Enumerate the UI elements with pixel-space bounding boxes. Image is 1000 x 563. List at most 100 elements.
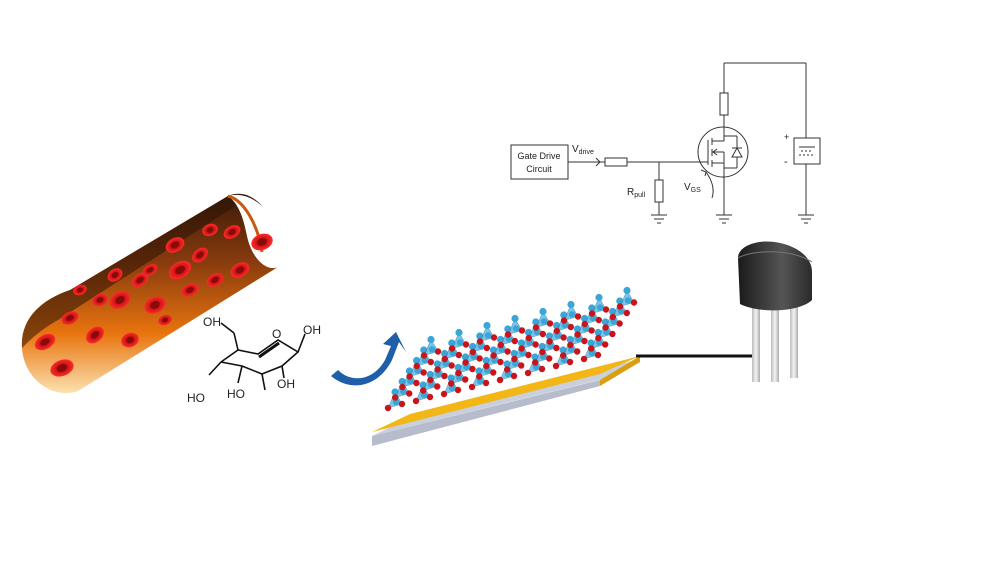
oxygen-atom <box>581 320 588 328</box>
oxygen-atom <box>462 341 470 348</box>
oxygen-atom <box>616 320 623 327</box>
oxygen-atom <box>546 355 553 362</box>
red-blood-cell <box>107 268 123 282</box>
oxygen-atom <box>496 376 504 384</box>
red-blood-cell <box>86 326 104 344</box>
series-resistor <box>604 157 628 167</box>
oxygen-atom <box>462 376 469 383</box>
oxygen-atom <box>434 348 442 355</box>
glucose-ho-bottom: HO <box>187 391 205 405</box>
red-blood-cell <box>109 291 131 309</box>
pull-down-resistor <box>654 179 664 203</box>
gate-drive-box <box>510 144 569 180</box>
oxygen-atom <box>468 383 476 391</box>
transistor-component <box>737 241 813 382</box>
red-blood-cell <box>168 260 192 280</box>
oxygen-atom <box>448 380 455 387</box>
gate-drive-label: Gate Drive <box>517 151 560 161</box>
oxygen-atom <box>482 379 490 387</box>
oxygen-atom <box>588 310 596 317</box>
oxygen-atom <box>539 348 546 356</box>
oxygen-atom <box>392 394 399 401</box>
oxygen-atom <box>539 330 546 338</box>
oxygen-atom <box>497 341 504 349</box>
oxygen-atom <box>434 383 441 390</box>
oxygen-atom <box>462 359 469 366</box>
oxygen-atom <box>504 348 511 355</box>
oxygen-atom <box>567 341 574 349</box>
oxygen-atom <box>588 327 595 334</box>
oxygen-atom <box>483 344 490 352</box>
oxygen-atom <box>469 348 476 356</box>
metal-atom <box>456 339 464 346</box>
oxygen-atom <box>497 358 504 366</box>
oxygen-atom <box>420 352 428 359</box>
battery-minus-label: - <box>784 156 788 168</box>
oxygen-atom <box>532 359 539 366</box>
metal-atom <box>540 318 548 325</box>
oxygen-atom <box>420 369 427 376</box>
metal-atom <box>483 321 491 330</box>
oxygen-atom <box>441 372 448 380</box>
oxygen-atom <box>574 348 581 355</box>
metal-atom <box>568 311 576 318</box>
red-blood-cell <box>144 296 166 314</box>
red-blood-cell <box>165 237 185 253</box>
glucose-oh-mid: OH <box>277 377 295 391</box>
drain-resistor <box>719 92 729 116</box>
oxygen-atom <box>616 303 624 310</box>
red-blood-cell <box>121 332 139 348</box>
red-blood-cell <box>131 272 149 288</box>
oxygen-atom <box>560 334 567 341</box>
oxygen-atom <box>406 390 413 397</box>
metal-atom <box>455 328 463 337</box>
metal-atom <box>539 307 547 316</box>
red-blood-cell <box>92 293 108 307</box>
oxygen-atom <box>398 400 406 408</box>
metal-atom <box>596 304 604 311</box>
sensor-substrate <box>372 356 640 446</box>
oxygen-atom <box>504 331 512 338</box>
oxygen-atom <box>623 309 630 317</box>
oxygen-atom <box>518 362 525 369</box>
metal-atom <box>428 346 436 353</box>
oxygen-atom <box>455 369 462 377</box>
oxygen-atom <box>490 334 498 341</box>
curved-arrow <box>331 332 406 386</box>
glucose-molecule <box>208 322 306 391</box>
oxygen-atom <box>441 355 448 363</box>
vdrive-label: Vdrive <box>572 144 594 156</box>
oxygen-atom <box>602 306 610 313</box>
oxygen-atom <box>384 404 392 412</box>
oxygen-atom <box>609 330 616 338</box>
blood-vessel <box>21 193 286 394</box>
nanostructure-lattice <box>384 286 638 412</box>
oxygen-atom <box>595 334 602 342</box>
oxygen-atom <box>574 313 582 320</box>
oxygen-atom <box>426 393 434 401</box>
oxygen-atom <box>581 337 588 345</box>
oxygen-atom <box>524 369 532 377</box>
rpull-label: Rpull <box>627 187 646 199</box>
oxygen-atom <box>511 337 518 345</box>
oxygen-atom <box>518 327 526 334</box>
oxygen-atom <box>440 390 448 398</box>
vgs-label: VGS <box>684 182 701 194</box>
oxygen-atom <box>595 316 602 324</box>
oxygen-atom <box>602 324 609 331</box>
oxygen-atom <box>412 397 420 405</box>
metal-atom <box>511 314 519 323</box>
oxygen-atom <box>490 352 497 359</box>
oxygen-atom <box>609 313 616 321</box>
oxygen-atom <box>567 323 574 331</box>
red-blood-cell <box>34 333 56 351</box>
oxygen-atom <box>553 327 560 335</box>
glucose-ho-lower: HO <box>227 387 245 401</box>
oxygen-atom <box>602 341 609 348</box>
oxygen-atom <box>476 355 483 362</box>
oxygen-atom <box>518 345 525 352</box>
red-blood-cell <box>192 247 208 263</box>
red-blood-cell <box>202 223 218 237</box>
glucose-oh-top-left: OH <box>203 315 221 329</box>
mosfet-symbol <box>697 126 749 178</box>
